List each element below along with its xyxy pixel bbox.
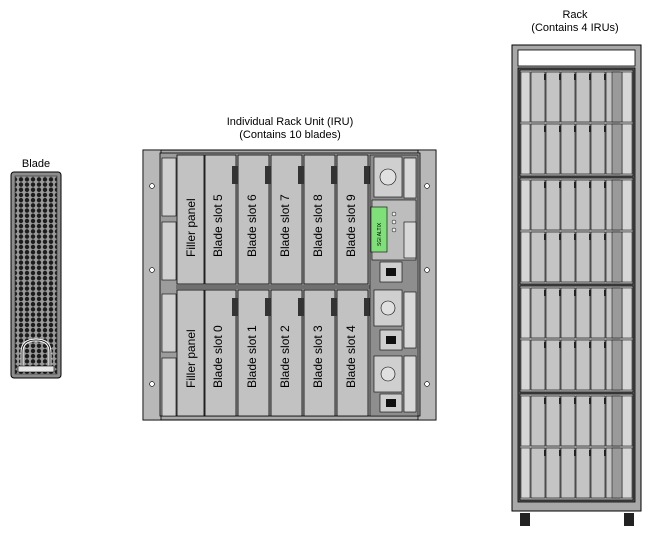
rack-illustration: [511, 44, 642, 526]
iru-illustration: Filler panel Blade slot 5 Blade slot 6 B…: [142, 149, 437, 421]
top-slot-panel: [270, 154, 303, 285]
bottom-slot-label: Blade slot 2: [278, 325, 292, 388]
top-slot-panel: [336, 154, 369, 285]
iru-top-row: Filler panel Blade slot 5 Blade slot 6 B…: [176, 154, 370, 285]
bottom-slot-panel: [303, 289, 336, 417]
top-slot-label: Blade slot 7: [278, 194, 292, 257]
bottom-slot-panel: [270, 289, 303, 417]
top-slot-label: Blade slot 9: [344, 194, 358, 257]
bottom-slot-label: Blade slot 4: [344, 325, 358, 388]
bottom-slot-panel: [176, 289, 205, 417]
bottom-slot-label: Blade slot 1: [245, 325, 259, 388]
blade-illustration: [10, 171, 62, 379]
blade-caption: Blade: [8, 158, 64, 171]
bottom-slot-label: Blade slot 3: [311, 325, 325, 388]
blade-title: Blade: [21, 158, 51, 170]
top-slot-label: Filler panel: [184, 198, 198, 257]
bottom-slot-panel: [204, 289, 237, 417]
bottom-slot-label: Filler panel: [184, 329, 198, 388]
rack-title: Rack: [562, 9, 588, 21]
top-slot-panel: [176, 154, 205, 285]
top-slot-panel: [204, 154, 237, 285]
iru-title: Individual Rack Unit (IRU): [226, 116, 354, 128]
rack-caption: Rack (Contains 4 IRUs): [510, 9, 640, 35]
top-slot-label: Blade slot 8: [311, 194, 325, 257]
iru-bottom-row: Filler panel Blade slot 0 Blade slot 1 B…: [176, 289, 370, 417]
bottom-slot-panel: [336, 289, 369, 417]
bottom-slot-panel: [237, 289, 270, 417]
top-slot-label: Blade slot 6: [245, 194, 259, 257]
top-slot-panel: [237, 154, 270, 285]
top-slot-label: Blade slot 5: [211, 194, 225, 257]
rack-foot: [624, 513, 634, 526]
rack-subtitle: (Contains 4 IRUs): [531, 22, 619, 34]
iru-caption: Individual Rack Unit (IRU) (Contains 10 …: [190, 116, 390, 142]
lcd-text: SGI ALTIX: [377, 222, 383, 246]
iru-power-column: SGI ALTIX: [369, 154, 419, 417]
top-slot-panel: [303, 154, 336, 285]
lcd-display: [370, 206, 388, 253]
rack-iru-stack: [519, 69, 634, 501]
iru-subtitle: (Contains 10 blades): [239, 129, 341, 141]
rack-foot: [520, 513, 530, 526]
bottom-slot-label: Blade slot 0: [211, 325, 225, 388]
